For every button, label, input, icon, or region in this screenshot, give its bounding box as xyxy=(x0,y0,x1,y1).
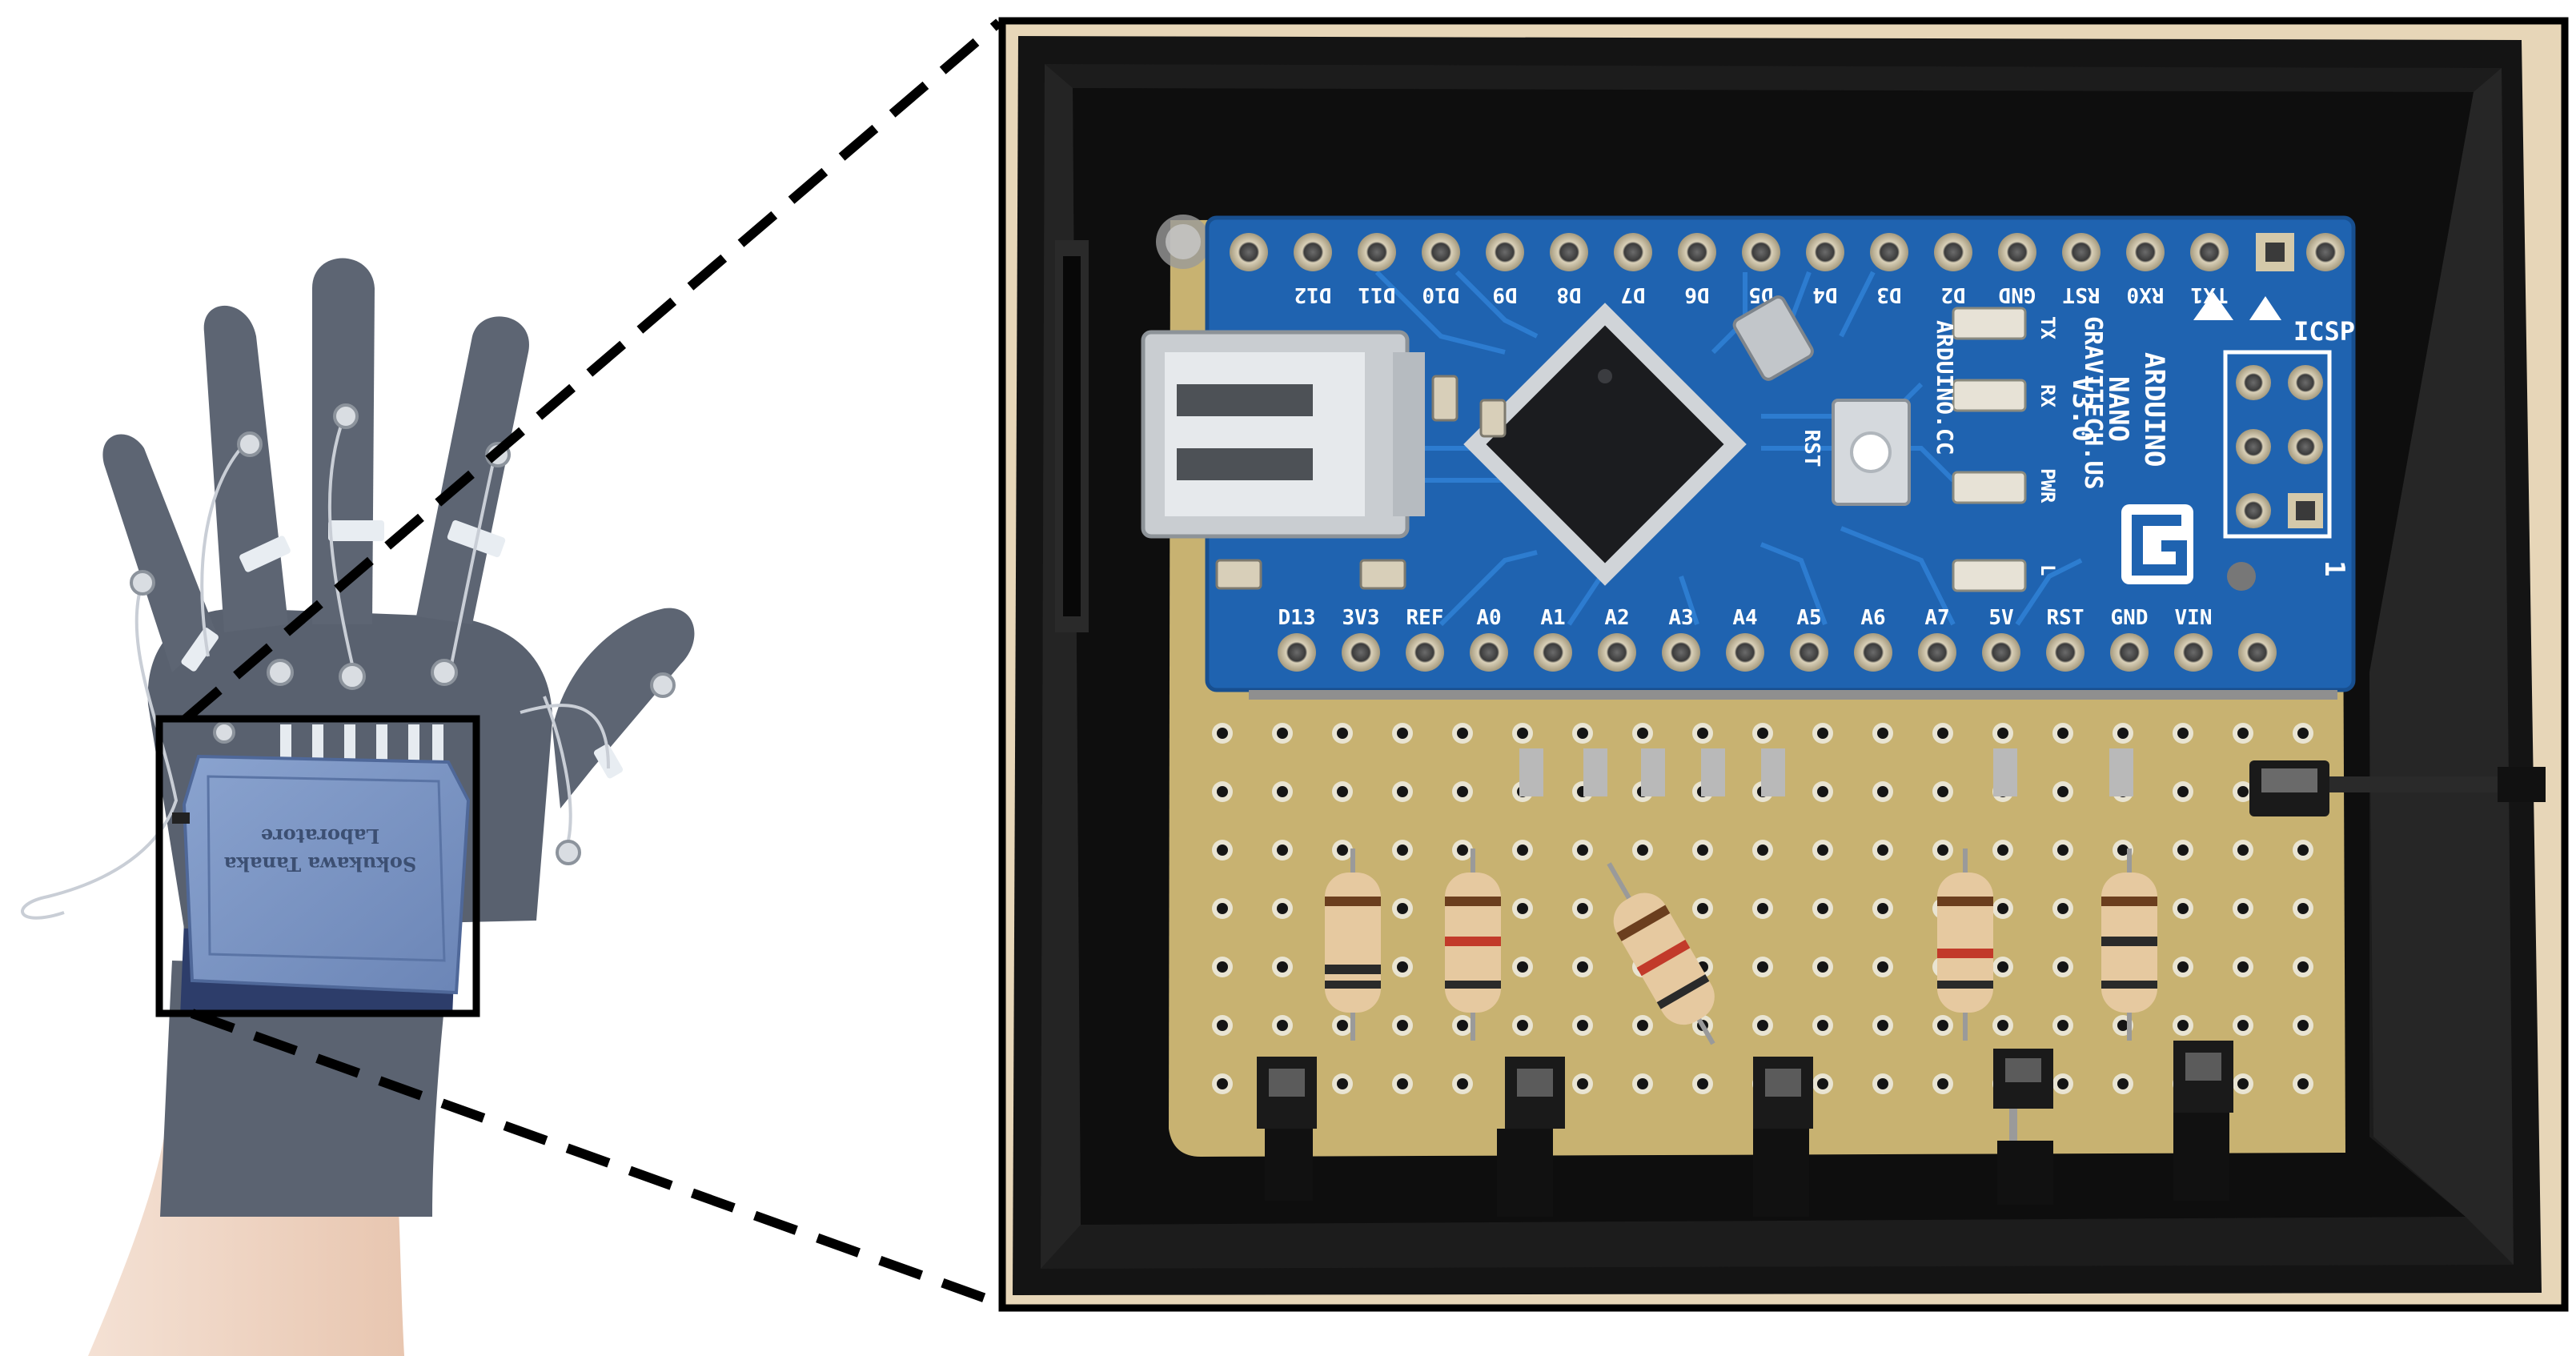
sensor-wires xyxy=(21,415,610,920)
svg-text:ARDUINO.CC: ARDUINO.CC xyxy=(1932,320,1958,455)
svg-text:D13: D13 xyxy=(1278,606,1316,630)
svg-text:RX: RX xyxy=(2036,384,2059,407)
svg-text:D12: D12 xyxy=(1294,283,1332,307)
zoom-source-rectangle xyxy=(155,715,480,1017)
svg-text:D3: D3 xyxy=(1876,283,1901,307)
svg-text:RST: RST xyxy=(2063,283,2101,307)
box-label-line-2: Laboratore xyxy=(261,824,379,848)
svg-text:A2: A2 xyxy=(1604,606,1629,630)
wrist-enclosure-box xyxy=(182,754,471,995)
resistor xyxy=(1445,849,1501,1041)
reset-button xyxy=(1832,399,1911,506)
led-labels: TX RX PWR L xyxy=(2036,316,2059,576)
zoom-target-frame xyxy=(998,17,2569,1312)
resistor xyxy=(1325,849,1381,1041)
glove-ring-finger xyxy=(203,305,288,632)
glove-index-finger xyxy=(416,316,529,624)
svg-text:GRAVITECH.US: GRAVITECH.US xyxy=(2079,316,2107,490)
status-leds xyxy=(1952,307,2027,592)
svg-text:D10: D10 xyxy=(1422,283,1460,307)
resistors xyxy=(1325,849,2157,1045)
bottom-connectors xyxy=(1257,1041,2233,1217)
svg-text:D8: D8 xyxy=(1556,283,1581,307)
icsp-header xyxy=(2193,292,2332,539)
svg-text:D9: D9 xyxy=(1492,283,1517,307)
mini-usb-connector xyxy=(1141,330,1425,539)
svg-text:V3.0: V3.0 xyxy=(2066,376,2098,442)
resistor xyxy=(1937,849,1993,1041)
icsp-pin1-label: 1 xyxy=(2318,560,2350,576)
svg-text:A7: A7 xyxy=(1924,606,1949,630)
arduino-nano-board: D12 D11 D10 D9 D8 D7 D6 D5 D4 D3 D2 GND … xyxy=(1141,215,2356,692)
zoom-connector-lines xyxy=(183,18,1002,1308)
glove-thumb xyxy=(552,608,695,808)
resistor xyxy=(2101,849,2157,1041)
svg-text:RST: RST xyxy=(1800,430,1824,467)
box-label-line-1: Sokukawa Tanaka xyxy=(224,853,416,876)
svg-text:VIN: VIN xyxy=(2175,606,2213,630)
board-branding: ARDUINO NANO V3.0 GRAVITECH.US ARDUINO.C… xyxy=(1932,316,2170,490)
gravitech-logo xyxy=(2121,504,2193,584)
svg-text:3V3: 3V3 xyxy=(1342,606,1380,630)
svg-text:A5: A5 xyxy=(1796,606,1821,630)
svg-text:RX0: RX0 xyxy=(2127,283,2165,307)
svg-text:5V: 5V xyxy=(1988,606,2013,630)
side-cable-connector xyxy=(2249,760,2546,816)
svg-text:REF: REF xyxy=(1406,606,1444,630)
svg-text:A4: A4 xyxy=(1732,606,1757,630)
svg-text:NANO: NANO xyxy=(2102,376,2134,442)
icsp-label: ICSP xyxy=(2293,316,2355,347)
top-header-pins xyxy=(1230,233,2345,271)
svg-text:D7: D7 xyxy=(1620,283,1645,307)
svg-text:GND: GND xyxy=(1999,283,2036,307)
svg-text:A1: A1 xyxy=(1540,606,1565,630)
svg-text:D4: D4 xyxy=(1812,283,1837,307)
svg-text:TX: TX xyxy=(2036,316,2059,339)
svg-text:A0: A0 xyxy=(1476,606,1501,630)
svg-text:RST: RST xyxy=(2047,606,2084,630)
svg-text:PWR: PWR xyxy=(2036,468,2059,503)
svg-text:D2: D2 xyxy=(1940,283,1965,307)
svg-text:D6: D6 xyxy=(1684,283,1709,307)
svg-text:D11: D11 xyxy=(1358,283,1396,307)
enclosure-photo: D12 D11 D10 D9 D8 D7 D6 D5 D4 D3 D2 GND … xyxy=(998,17,2569,1312)
resistor xyxy=(1607,862,1715,1045)
bottom-header-pins xyxy=(1278,633,2277,672)
svg-text:ARDUINO: ARDUINO xyxy=(2138,352,2170,467)
top-pin-labels: D12 D11 D10 D9 D8 D7 D6 D5 D4 D3 D2 GND … xyxy=(1294,283,2229,307)
crystal xyxy=(1732,295,1814,381)
glove-pinky xyxy=(102,434,216,672)
svg-text:A6: A6 xyxy=(1860,606,1885,630)
bottom-pin-labels: D13 3V3 REF A0 A1 A2 A3 A4 A5 A6 A7 5V R… xyxy=(1278,606,2213,630)
svg-text:GND: GND xyxy=(2111,606,2149,630)
smd-components xyxy=(1215,375,1507,590)
svg-text:A3: A3 xyxy=(1668,606,1693,630)
perfboard-jumpers xyxy=(1519,748,2133,796)
glove-photo: Sokukawa Tanaka Laboratore xyxy=(21,258,695,1356)
svg-text:L: L xyxy=(2036,564,2059,576)
